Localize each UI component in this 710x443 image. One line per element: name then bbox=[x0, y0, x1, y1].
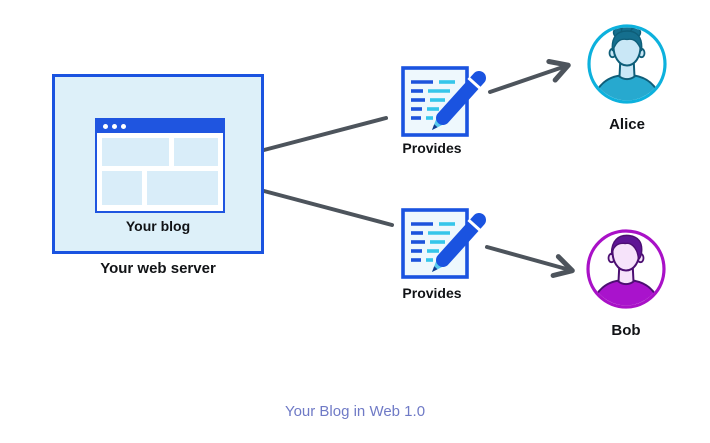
line-server-to-provides-bottom bbox=[262, 189, 394, 227]
web-server-box: Your blog bbox=[52, 74, 264, 254]
window-dot-icon bbox=[103, 124, 108, 129]
browser-window-icon bbox=[95, 118, 225, 213]
browser-content-block bbox=[102, 171, 142, 205]
arrow-provides-to-bob bbox=[485, 245, 575, 278]
alice-label: Alice bbox=[609, 116, 645, 133]
diagram-caption: Your Blog in Web 1.0 bbox=[284, 403, 426, 420]
browser-content bbox=[97, 133, 223, 215]
browser-content-block bbox=[174, 138, 218, 166]
provides-label-top: Provides bbox=[402, 140, 462, 156]
browser-content-block bbox=[147, 171, 218, 205]
person-avatar-icon-bob bbox=[586, 229, 666, 309]
browser-content-block bbox=[102, 138, 169, 166]
web-server-label: Your web server bbox=[100, 260, 216, 277]
provides-label-bottom: Provides bbox=[402, 285, 462, 301]
window-dot-icon bbox=[112, 124, 117, 129]
arrow-provides-to-alice bbox=[488, 59, 571, 94]
blog-label: Your blog bbox=[125, 218, 191, 234]
pen-icon bbox=[432, 71, 486, 130]
bob-label: Bob bbox=[611, 322, 641, 339]
line-server-to-provides-top bbox=[262, 116, 388, 152]
document-pen-icon bbox=[401, 208, 486, 279]
person-avatar-icon-alice bbox=[587, 24, 667, 104]
browser-titlebar bbox=[97, 120, 223, 133]
document-pen-icon bbox=[401, 66, 486, 137]
window-dot-icon bbox=[121, 124, 126, 129]
pen-icon bbox=[432, 213, 486, 272]
